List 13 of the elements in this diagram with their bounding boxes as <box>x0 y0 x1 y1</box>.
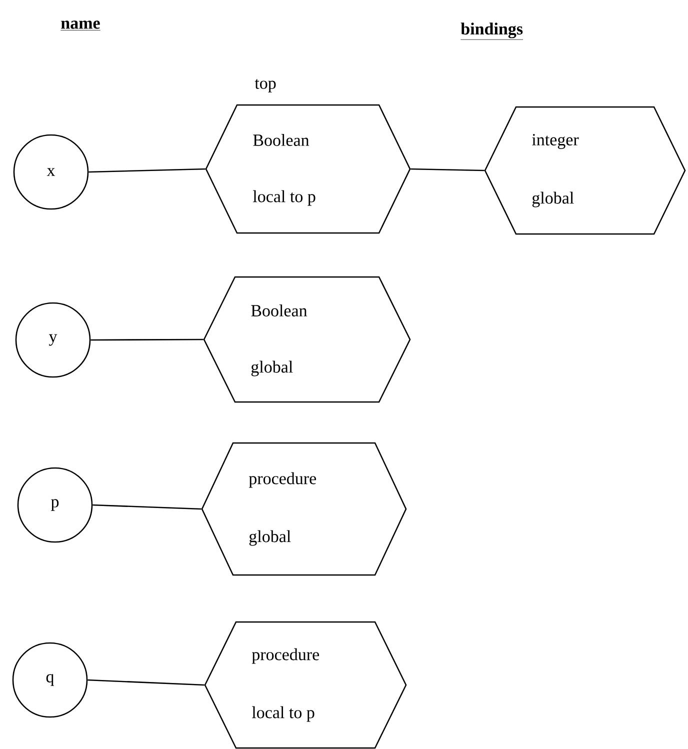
hexagon-box: Boolean local to p <box>205 104 411 234</box>
column-heading: bindings <box>460 22 524 40</box>
connector-line <box>410 168 484 172</box>
connector-line <box>88 168 206 173</box>
hexagon-box: procedure local to p <box>204 621 407 749</box>
hexagon-box: integer global <box>484 106 686 235</box>
connector-line <box>90 338 204 341</box>
hexagon-box: Boolean global <box>203 276 411 403</box>
connector-line <box>88 679 204 686</box>
connector-line <box>92 504 202 510</box>
hexagon-box: procedure global <box>201 442 407 576</box>
top-marker: top <box>254 79 276 92</box>
column-heading: name <box>60 20 100 30</box>
